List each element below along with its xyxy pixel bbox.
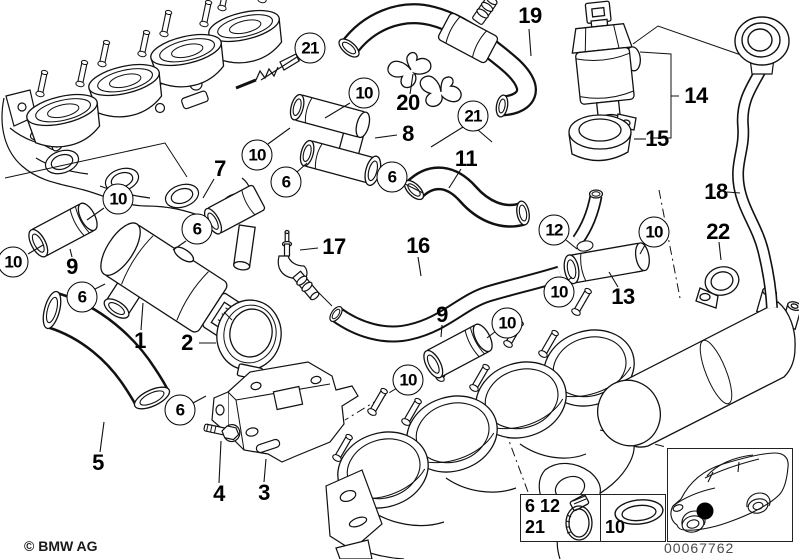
connector-sleeve-9-lower: [423, 323, 493, 379]
car-location-icon: [670, 452, 789, 533]
part-label-15[interactable]: 15: [645, 126, 669, 151]
circled-callout-10[interactable]: 10: [491, 307, 523, 339]
bolt-4: [203, 423, 241, 443]
part-label-9[interactable]: 9: [66, 254, 78, 279]
o-ring-icon: [614, 499, 664, 525]
part-label-16[interactable]: 16: [406, 233, 430, 258]
mounting-bracket-3: [211, 361, 359, 463]
grommet-ring: [734, 16, 790, 66]
part-label-3[interactable]: 3: [258, 480, 270, 505]
angle-fitting-17: [277, 229, 333, 307]
p-clip-22: [695, 266, 740, 309]
circled-callout-6[interactable]: 6: [66, 281, 98, 313]
circled-callout-10[interactable]: 10: [241, 139, 273, 171]
circled-callout-21[interactable]: 21: [294, 32, 326, 64]
part-label-19[interactable]: 19: [518, 3, 542, 28]
air-hose-5: [42, 290, 171, 410]
hose-16: [329, 265, 563, 343]
elbow-connector-7: [203, 184, 266, 271]
car-location-box: [667, 448, 793, 542]
part-label-20[interactable]: 20: [396, 90, 420, 115]
part-label-13[interactable]: 13: [611, 284, 635, 309]
part-label-11[interactable]: 11: [454, 146, 478, 171]
part-label-4[interactable]: 4: [213, 481, 225, 506]
connector-sleeve-9-upper: [28, 202, 98, 258]
circled-callout-10[interactable]: 10: [543, 276, 575, 308]
circled-callout-6[interactable]: 6: [270, 166, 302, 198]
part-label-17[interactable]: 17: [322, 234, 346, 259]
diagram-number: 00067762: [664, 540, 735, 556]
t-connector-13: [563, 189, 650, 285]
bmw-copyright: © BMW AG: [24, 538, 98, 554]
branch-fitting: [437, 12, 499, 64]
spring-clips-20: [387, 51, 462, 108]
circled-callout-10[interactable]: 10: [102, 183, 134, 215]
construction-lines: [4, 25, 742, 493]
part-label-22[interactable]: 22: [706, 219, 730, 244]
leader-lines: [27, 28, 741, 484]
part-label-2[interactable]: 2: [181, 330, 193, 355]
legend-clamp-numbers-line2: 21: [525, 517, 546, 537]
part-label-9[interactable]: 9: [436, 302, 448, 327]
circled-callout-6[interactable]: 6: [376, 161, 408, 193]
part-label-7[interactable]: 7: [214, 156, 226, 181]
circled-callout-10[interactable]: 10: [392, 364, 424, 396]
part-label-18[interactable]: 18: [704, 179, 728, 204]
hose-11: [403, 166, 530, 228]
circled-callout-10[interactable]: 10: [638, 216, 670, 248]
throttle-body-assembly: [1, 0, 307, 222]
circled-callout-21[interactable]: 21: [457, 100, 489, 132]
hose-18: [732, 57, 778, 309]
legend-clamp-box: 6 12 21: [520, 494, 601, 542]
legend-oring-number: 10: [605, 517, 626, 537]
circled-callout-10[interactable]: 10: [348, 77, 380, 109]
part-label-8[interactable]: 8: [402, 121, 414, 146]
valve-holder-15: [568, 113, 637, 162]
part-label-14[interactable]: 14: [684, 83, 708, 108]
circled-callout-6[interactable]: 6: [181, 213, 213, 245]
circled-callout-10[interactable]: 10: [0, 246, 29, 278]
part-label-5[interactable]: 5: [92, 450, 104, 475]
hose-19: [338, 0, 537, 118]
hose-clamp-icon: [565, 495, 593, 541]
double-t-connector-8: [289, 93, 382, 187]
part-label-1[interactable]: 1: [134, 328, 146, 353]
idle-valve-14: [571, 0, 641, 126]
legend-clamp-numbers-line1: 6 12: [525, 496, 561, 516]
circled-callout-12[interactable]: 12: [538, 214, 570, 246]
circled-callout-6[interactable]: 6: [164, 394, 196, 426]
legend-oring-box: 10: [600, 494, 666, 542]
